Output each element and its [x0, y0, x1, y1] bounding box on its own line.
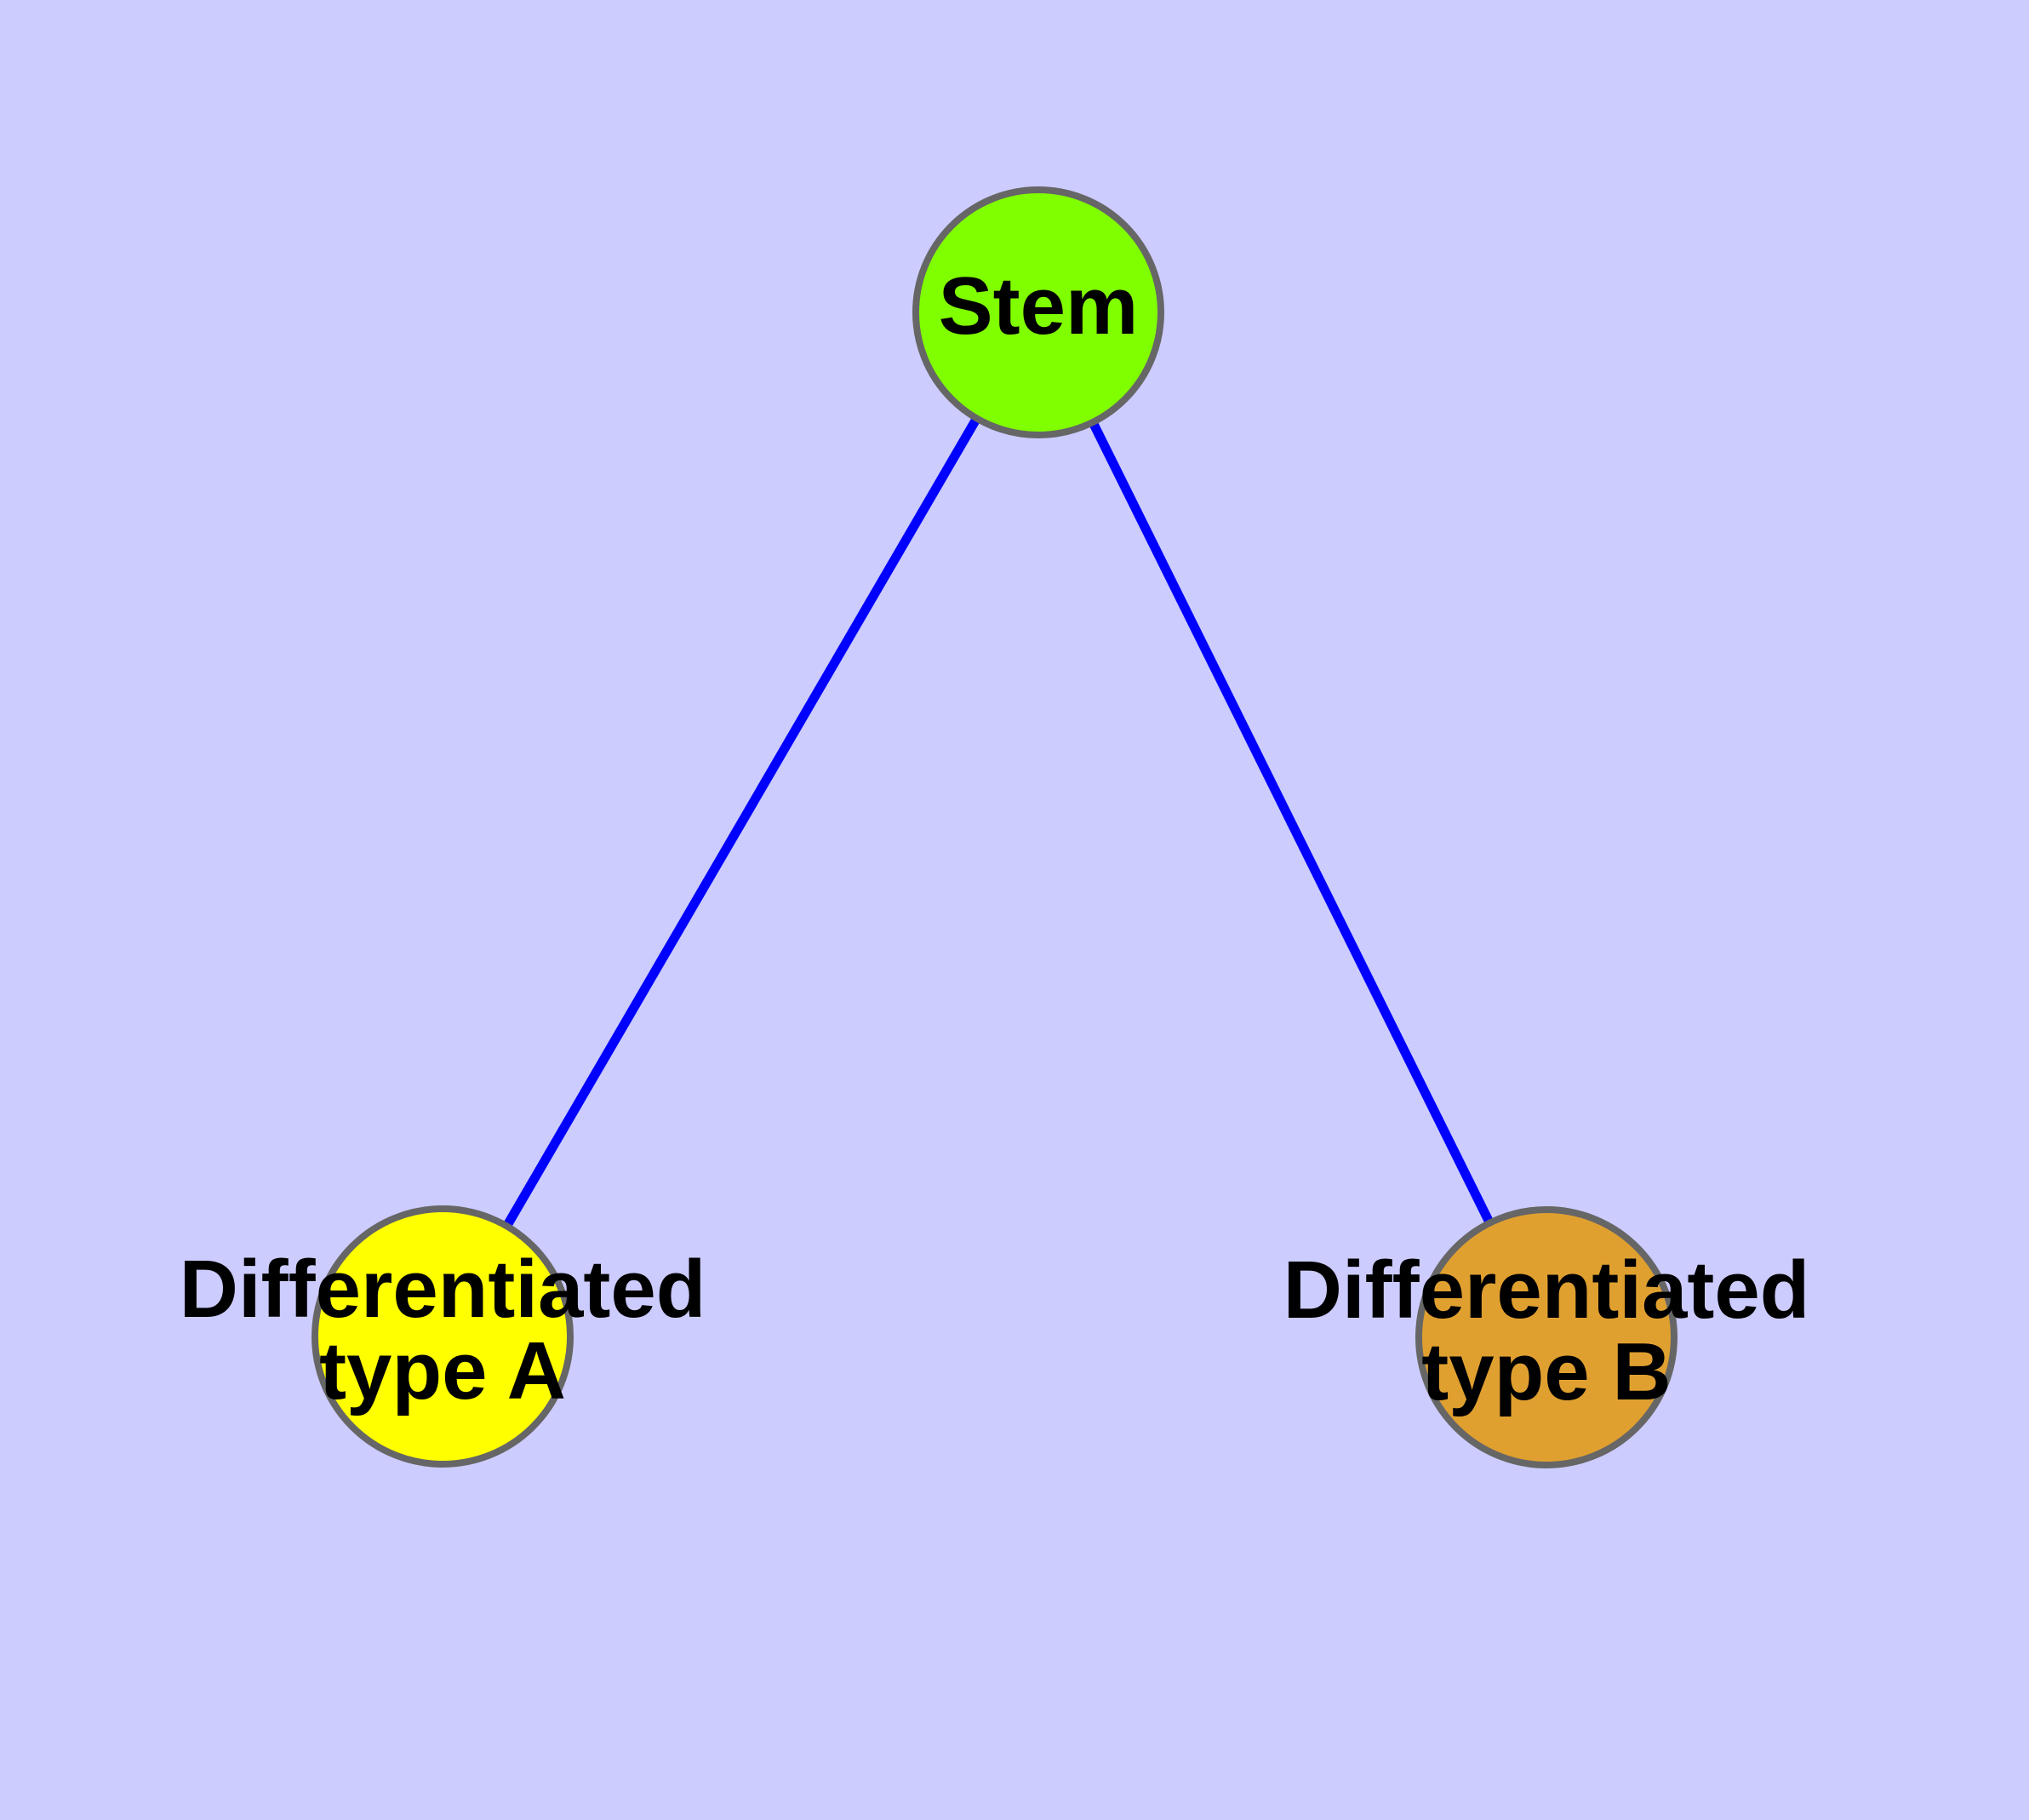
- graph-edge[interactable]: [1034, 310, 1551, 1340]
- label-line: Differentiated: [180, 1244, 706, 1335]
- label-line: type B: [1421, 1326, 1671, 1417]
- graph-node-diff_a[interactable]: [311, 1205, 574, 1468]
- graph-node-stem[interactable]: [912, 186, 1164, 438]
- graph-edge[interactable]: [438, 310, 1043, 1339]
- edges-layer: [438, 310, 1551, 1340]
- graph-node-diff_b[interactable]: [1415, 1206, 1677, 1468]
- graph-node-label-stem: Stem: [939, 260, 1139, 352]
- nodes-layer: [311, 186, 1677, 1468]
- label-line: Stem: [939, 260, 1139, 352]
- label-line: type A: [319, 1325, 566, 1417]
- label-line: Differentiated: [1283, 1245, 1810, 1336]
